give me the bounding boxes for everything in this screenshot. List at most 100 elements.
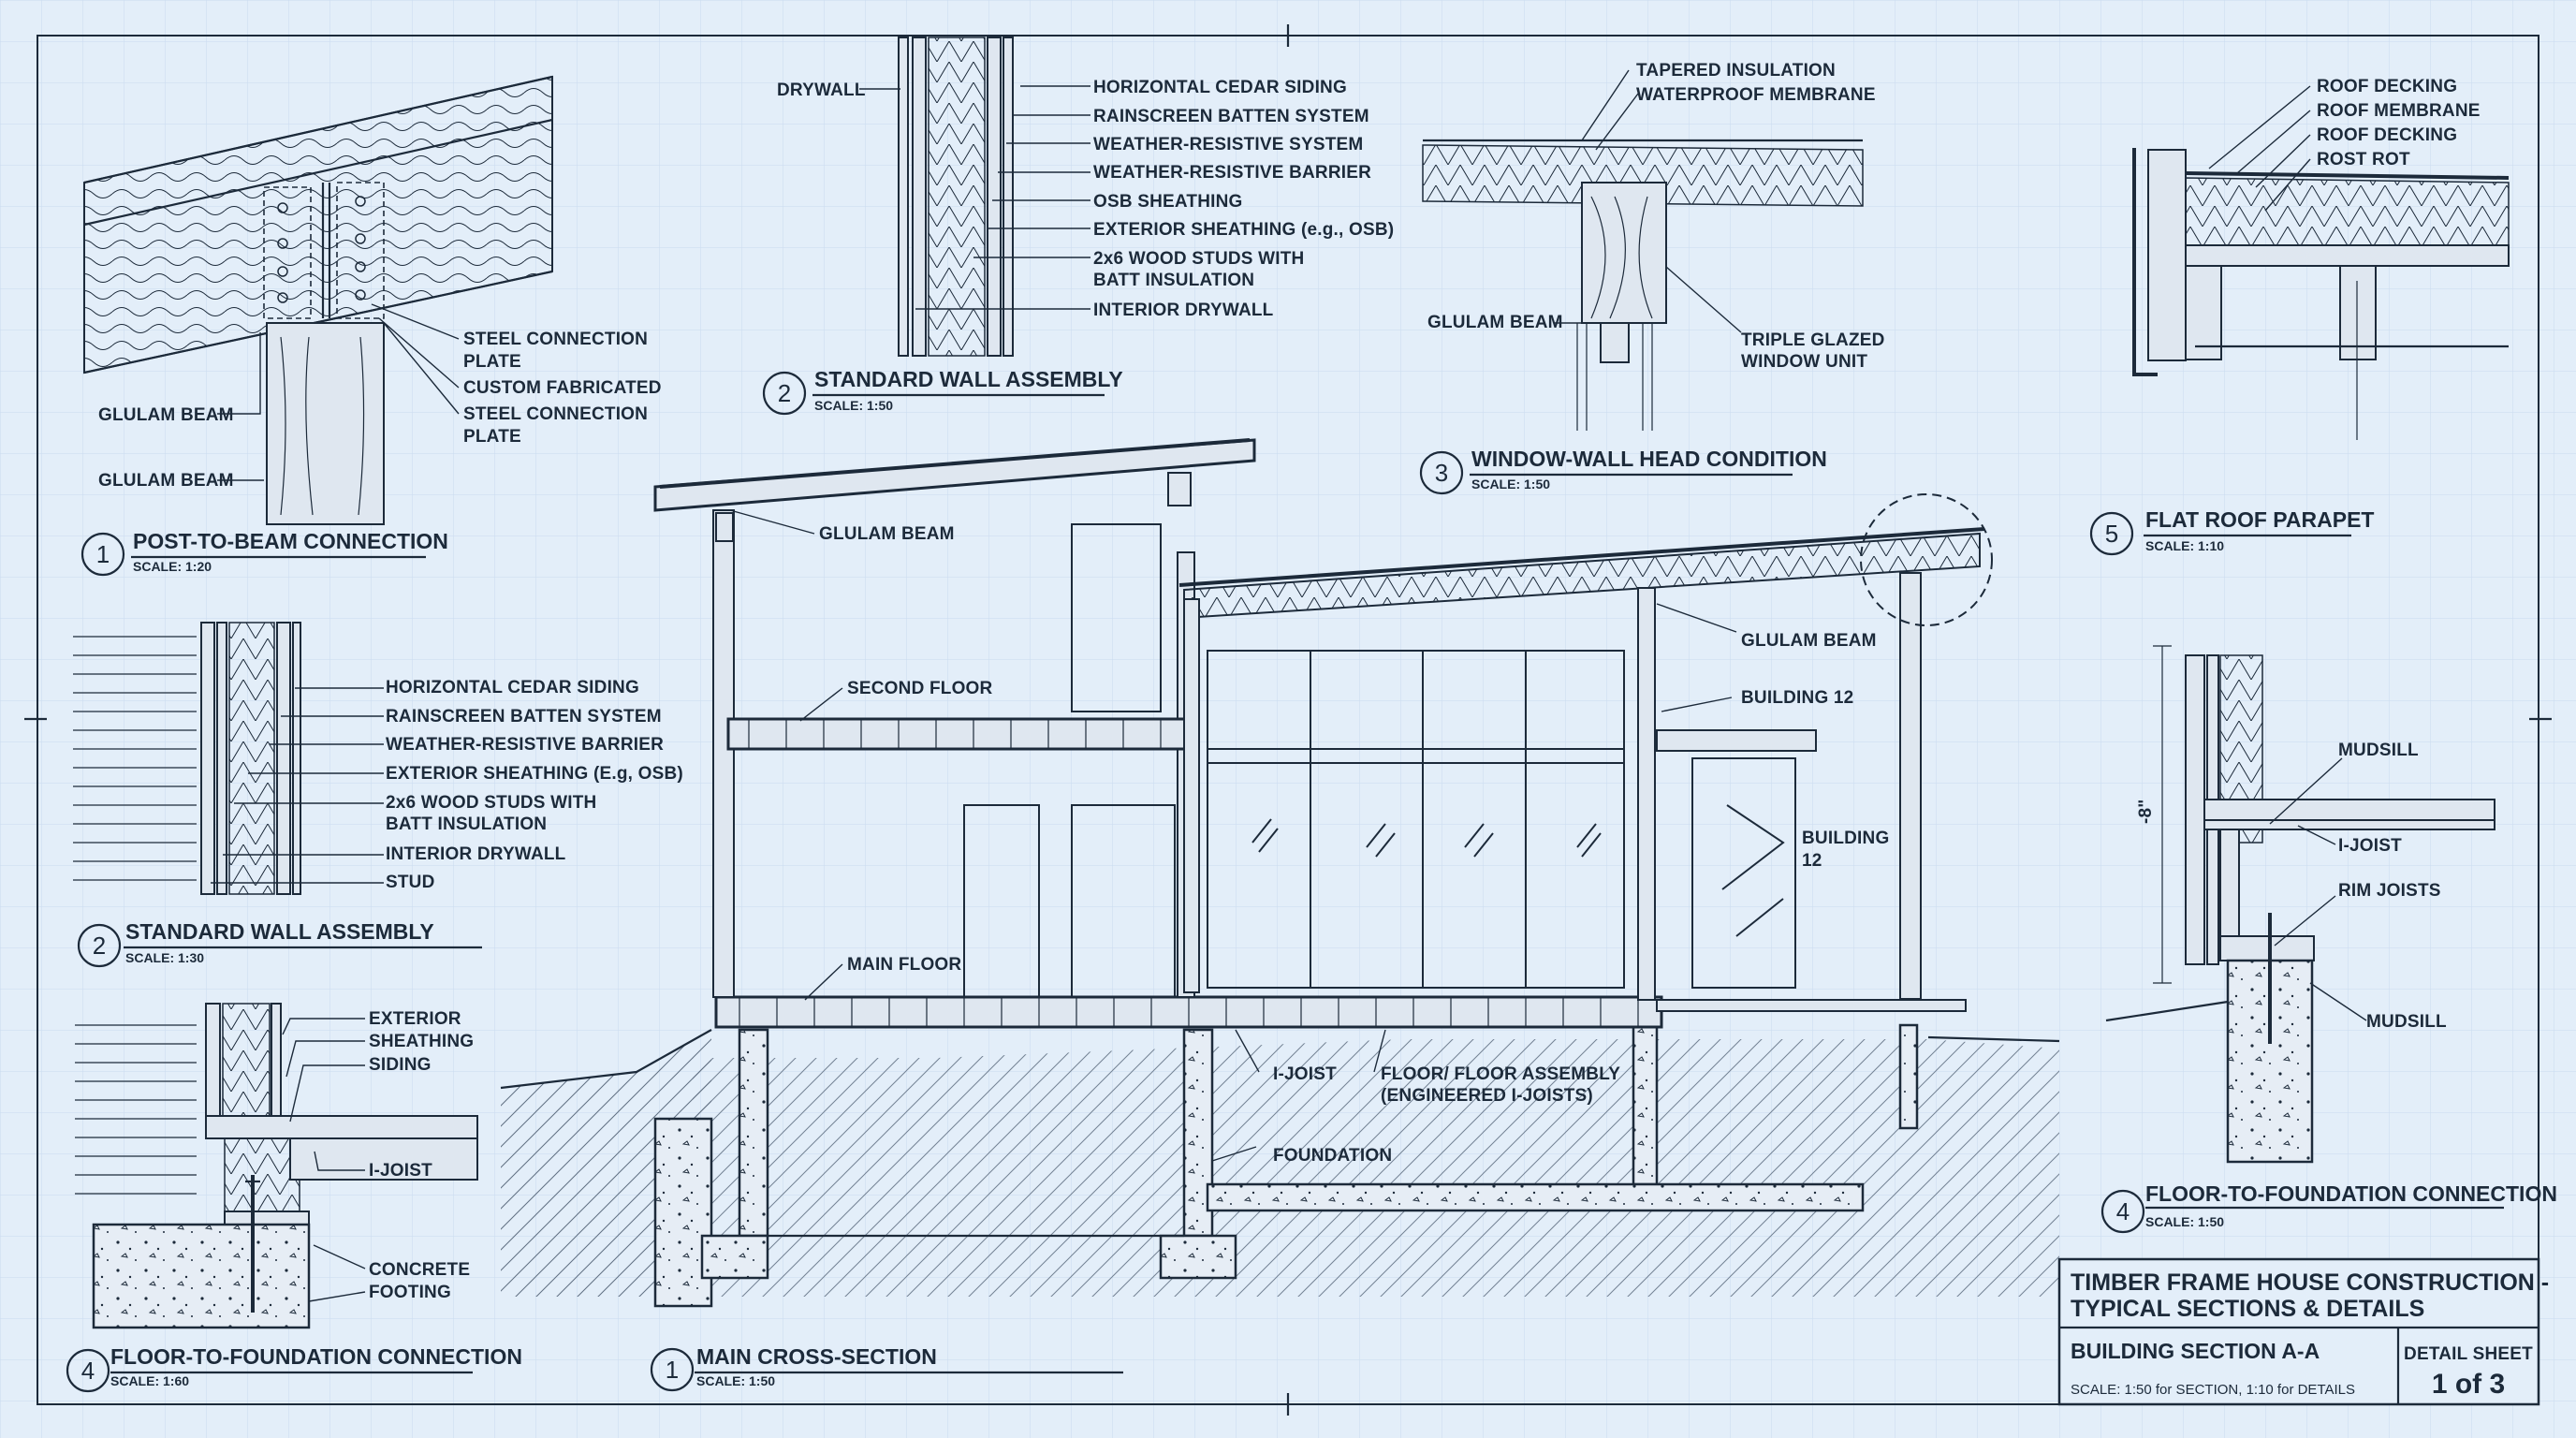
detail-number: 2 bbox=[93, 932, 106, 960]
label-building: BUILDING bbox=[1802, 829, 1889, 848]
detail-wall-left: HORIZONTAL CEDAR SIDING RAINSCREEN BATTE… bbox=[73, 622, 683, 968]
detail-title: STANDARD WALL ASSEMBLY bbox=[814, 367, 1123, 391]
main-cross-section: GLULAM BEAM SECOND FLOOR MAIN FLOOR GLUL… bbox=[500, 438, 2060, 1392]
dimension-label: -8" bbox=[2136, 799, 2156, 824]
sheet-number: 1 of 3 bbox=[2432, 1369, 2505, 1400]
detail-title: POST-TO-BEAM CONNECTION bbox=[133, 529, 448, 553]
detail-number: 5 bbox=[2105, 520, 2118, 548]
detail-number-circle bbox=[80, 532, 125, 577]
label-rainscreen: RAINSCREEN BATTEN SYSTEM bbox=[1093, 107, 1369, 126]
label-exterior-sheathing: EXTERIOR SHEATHING (e.g., OSB) bbox=[1093, 220, 1394, 240]
label-osb: OSB SHEATHING bbox=[1093, 192, 1243, 212]
label-i-joist: I-JOIST bbox=[1273, 1064, 1337, 1084]
detail-window-head: TAPERED INSULATION WATERPROOF MEMBRANE G… bbox=[1419, 61, 1885, 495]
label-engineered-joists: (ENGINEERED I-JOISTS) bbox=[1381, 1086, 1593, 1106]
detail-number: 2 bbox=[778, 379, 791, 407]
label-wood-studs: 2x6 WOOD STUDS WITH bbox=[386, 793, 596, 813]
label-steel-plate: STEEL CONNECTION bbox=[463, 330, 648, 349]
detail-scale: SCALE: 1:50 bbox=[696, 1373, 775, 1388]
detail-scale: SCALE: 1:50 bbox=[814, 398, 893, 413]
label-plate-2: PLATE bbox=[463, 427, 521, 447]
label-plate: PLATE bbox=[463, 352, 521, 372]
label-roof-membrane: ROOF MEMBRANE bbox=[2317, 101, 2481, 121]
label-i-joist: I-JOIST bbox=[369, 1161, 432, 1181]
detail-title: FLAT ROOF PARAPET bbox=[2145, 507, 2374, 532]
label-rost-rot: ROST ROT bbox=[2317, 150, 2410, 169]
detail-scale: SCALE: 1:10 bbox=[2145, 538, 2224, 553]
label-roof-decking: ROOF DECKING bbox=[2317, 77, 2457, 96]
label-glulam-beam: GLULAM BEAM bbox=[819, 524, 955, 544]
detail-scale: SCALE: 1:20 bbox=[133, 559, 212, 574]
label-mudsill-2: MUDSILL bbox=[2366, 1012, 2447, 1032]
label-wood-studs: 2x6 WOOD STUDS WITH bbox=[1093, 249, 1304, 269]
detail-number-circle bbox=[2089, 511, 2134, 556]
label-building-num: 12 bbox=[1802, 851, 1822, 871]
label-window-unit: WINDOW UNIT bbox=[1741, 352, 1867, 372]
label-exterior-sheathing: EXTERIOR SHEATHING (E.g, OSB) bbox=[386, 764, 683, 784]
label-footing: FOOTING bbox=[369, 1283, 451, 1302]
detail-wall-top: DRYWALL HORIZONTAL CEDAR SIDING RAINSCRE… bbox=[762, 37, 1394, 416]
detail-title: MAIN CROSS-SECTION bbox=[696, 1344, 937, 1369]
detail-foundation-right: -8" MUDSILL I-JOIST RIM JOISTS MUDSILL 4… bbox=[2100, 645, 2557, 1234]
section-name: BUILDING SECTION A-A bbox=[2071, 1339, 2320, 1363]
label-foundation: FOUNDATION bbox=[1273, 1146, 1392, 1166]
label-waterproof-membrane: WATERPROOF MEMBRANE bbox=[1636, 85, 1876, 105]
detail-scale: SCALE: 1:30 bbox=[125, 950, 204, 965]
label-exterior: EXTERIOR bbox=[369, 1009, 461, 1029]
label-cedar-siding: HORIZONTAL CEDAR SIDING bbox=[386, 678, 639, 697]
detail-title: WINDOW-WALL HEAD CONDITION bbox=[1471, 447, 1827, 471]
label-floor-assembly: FLOOR/ FLOOR ASSEMBLY bbox=[1381, 1064, 1620, 1084]
detail-number-circle bbox=[66, 1348, 110, 1393]
label-building-12: BUILDING 12 bbox=[1741, 688, 1853, 708]
label-rim-joists: RIM JOISTS bbox=[2338, 881, 2441, 901]
label-interior-drywall: INTERIOR DRYWALL bbox=[1093, 301, 1274, 320]
detail-number: 4 bbox=[2116, 1197, 2130, 1225]
label-wr-barrier: WEATHER-RESISTIVE BARRIER bbox=[1093, 163, 1371, 183]
label-concrete: CONCRETE bbox=[369, 1260, 470, 1280]
detail-number-circle bbox=[77, 923, 122, 968]
label-rainscreen: RAINSCREEN BATTEN SYSTEM bbox=[386, 707, 662, 726]
title-block: TIMBER FRAME HOUSE CONSTRUCTION - TYPICA… bbox=[2057, 1257, 2549, 1406]
detail-title: FLOOR-TO-FOUNDATION CONNECTION bbox=[2145, 1181, 2557, 1206]
detail-title: STANDARD WALL ASSEMBLY bbox=[125, 919, 434, 944]
detail-parapet: ROOF DECKING ROOF MEMBRANE ROOF DECKING … bbox=[2089, 77, 2510, 556]
label-i-joist: I-JOIST bbox=[2338, 836, 2402, 856]
detail-number-circle bbox=[1419, 450, 1464, 495]
label-wrb: WEATHER-RESISTIVE BARRIER bbox=[386, 735, 664, 755]
label-roof-decking-2: ROOF DECKING bbox=[2317, 125, 2457, 145]
detail-foundation-left: EXTERIOR SHEATHING SIDING I-JOIST CONCRE… bbox=[66, 1003, 522, 1393]
label-wr-system: WEATHER-RESISTIVE SYSTEM bbox=[1093, 135, 1363, 154]
detail-scale: SCALE: 1:50 bbox=[2145, 1214, 2224, 1229]
label-stud: STUD bbox=[386, 873, 435, 892]
scale-note: SCALE: 1:50 for SECTION, 1:10 for DETAIL… bbox=[2071, 1382, 2355, 1398]
label-cedar-siding: HORIZONTAL CEDAR SIDING bbox=[1093, 78, 1347, 97]
label-glulam-beam-2: GLULAM BEAM bbox=[98, 471, 234, 491]
detail-number-circle bbox=[762, 371, 807, 416]
detail-post-to-beam: STEEL CONNECTION PLATE CUSTOM FABRICATED… bbox=[80, 75, 662, 577]
label-mudsill: MUDSILL bbox=[2338, 741, 2419, 760]
label-main-floor: MAIN FLOOR bbox=[847, 955, 961, 975]
label-glulam-beam: GLULAM BEAM bbox=[1427, 313, 1563, 332]
label-tapered-insulation: TAPERED INSULATION bbox=[1636, 61, 1836, 81]
label-second-floor: SECOND FLOOR bbox=[847, 679, 993, 698]
label-triple-glazed: TRIPLE GLAZED bbox=[1741, 330, 1885, 350]
detail-scale: SCALE: 1:50 bbox=[1471, 477, 1550, 492]
detail-number: 4 bbox=[81, 1357, 95, 1385]
label-sheathing: SHEATHING bbox=[369, 1032, 474, 1051]
label-steel-plate-2: STEEL CONNECTION bbox=[463, 404, 648, 424]
sheet-title-1: TIMBER FRAME HOUSE CONSTRUCTION - bbox=[2071, 1269, 2549, 1296]
detail-sheet-label: DETAIL SHEET bbox=[2404, 1344, 2533, 1364]
detail-number-circle bbox=[650, 1347, 695, 1392]
sheet-title-2: TYPICAL SECTIONS & DETAILS bbox=[2071, 1296, 2424, 1322]
label-custom-fabricated: CUSTOM FABRICATED bbox=[463, 378, 662, 398]
detail-number: 1 bbox=[666, 1356, 679, 1384]
detail-scale: SCALE: 1:60 bbox=[110, 1373, 189, 1388]
label-interior-drywall: INTERIOR DRYWALL bbox=[386, 844, 566, 864]
label-glulam-beam: GLULAM BEAM bbox=[98, 405, 234, 425]
label-batt-insulation: BATT INSULATION bbox=[1093, 271, 1254, 290]
detail-number-circle bbox=[2100, 1189, 2145, 1234]
detail-number: 3 bbox=[1435, 459, 1448, 487]
label-drywall: DRYWALL bbox=[777, 81, 866, 100]
label-batt-insulation: BATT INSULATION bbox=[386, 814, 547, 834]
